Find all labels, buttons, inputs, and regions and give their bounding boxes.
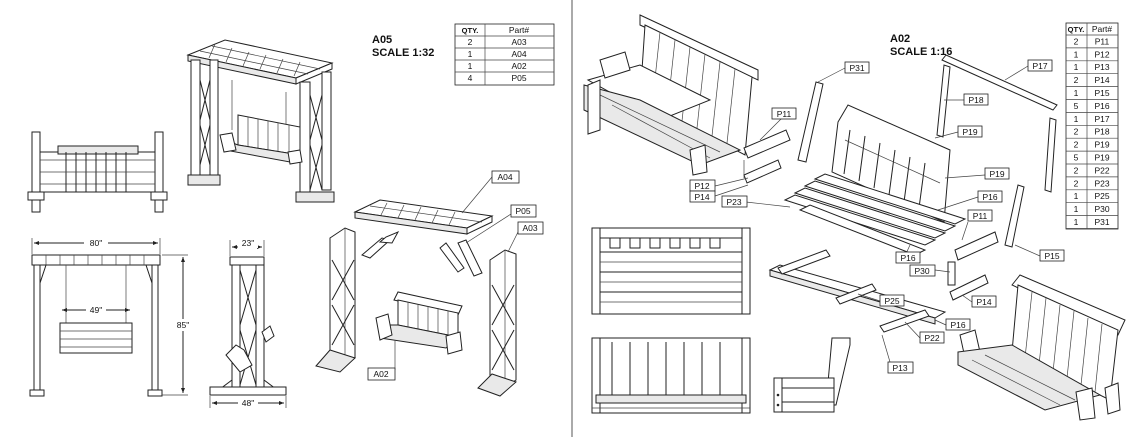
right-scale-label: SCALE 1:16 [890,46,952,58]
left-title-block: A05 SCALE 1:32 [372,34,434,59]
width-dimension: 80" [90,238,102,248]
right-bom-part: P11 [1095,36,1110,46]
right-bom-part: P25 [1094,191,1109,201]
callout-p18: P18 [968,95,983,105]
callout-p23: P23 [726,197,741,207]
frame-front-view: 80" 49" 85" [29,237,194,397]
right-bom-part: P12 [1094,49,1109,59]
callout-a04-box [491,170,520,184]
left-bom-table: QTY. Part# 2 A03 1 A04 1 A02 4 P05 [454,23,555,86]
callout-p19: P19 [989,169,1004,179]
right-bom-qty: 2 [1074,140,1079,150]
bench-iso-bottom-view [957,274,1126,421]
bench-width-dimension: 49" [90,305,102,315]
callout-p19: P19 [962,127,977,137]
right-bom-part-header: Part# [1092,24,1113,34]
left-bom-part: A04 [511,49,526,59]
right-bom-qty-header: QTY. [1068,25,1085,34]
top-depth-dimension: 23" [242,238,254,248]
right-bom-qty: 2 [1074,127,1079,137]
right-bom-part: P13 [1094,62,1109,72]
left-exploded-view: A04 P05 A03 A02 [315,170,544,397]
callout-a02: A02 [373,369,388,379]
bench-exploded-view: P31 P17 P18 P19 P19 P16 [689,54,1065,374]
right-bom-qty: 1 [1074,217,1079,227]
left-bom-qty: 2 [468,37,473,47]
callout-p25: P25 [884,296,899,306]
callout-p11: P11 [777,109,792,119]
left-bom-part-header: Part# [509,25,530,35]
callout-p17: P17 [1032,61,1047,71]
right-bom-qty: 1 [1074,88,1079,98]
left-bom-qty-header: QTY. [462,26,479,35]
left-bom-part: A03 [511,37,526,47]
callout-p30: P30 [914,266,929,276]
right-bom-qty: 1 [1074,204,1079,214]
right-bom-part: P23 [1094,178,1109,188]
bench-front-view [591,227,751,315]
left-bom-qty: 1 [468,49,473,59]
left-scale-label: SCALE 1:32 [372,47,434,59]
right-bom-part: P14 [1094,75,1109,85]
right-bom-qty: 1 [1074,62,1079,72]
left-bom-part: P05 [511,73,526,83]
callout-p14: P14 [694,192,709,202]
right-bom-part: P16 [1094,101,1109,111]
callout-p16: P16 [982,192,997,202]
bench-rear-view [591,337,751,414]
right-bom-part: P19 [1094,140,1109,150]
bench-iso-top-view [583,14,759,176]
right-bom-part: P30 [1094,204,1109,214]
callout-p16: P16 [950,320,965,330]
callout-p31: P31 [849,63,864,73]
frame-iso-view [186,39,335,203]
left-bom-part: A02 [511,61,526,71]
right-bom-qty: 2 [1074,165,1079,175]
callout-a04: A04 [497,172,512,182]
callout-p15: P15 [1044,251,1059,261]
right-bom-qty: 5 [1074,101,1079,111]
right-bom-qty: 2 [1074,36,1079,46]
right-bom-part: P22 [1094,165,1109,175]
bench-side-view [773,337,851,413]
frame-top-view [27,131,168,213]
right-bom-part: P15 [1094,88,1109,98]
right-bom-qty: 1 [1074,114,1079,124]
right-bom-qty: 5 [1074,153,1079,163]
right-bom-part: P18 [1094,127,1109,137]
callout-p05: P05 [515,206,530,216]
right-assembly-label: A02 [890,33,910,45]
callout-a03: A03 [522,223,537,233]
callout-p13: P13 [892,363,907,373]
right-bom-qty: 2 [1074,75,1079,85]
right-bom-qty: 1 [1074,49,1079,59]
right-bom-part: P31 [1094,217,1109,227]
right-bom-part: P17 [1094,114,1109,124]
left-bom-qty: 1 [468,61,473,71]
callout-p16: P16 [900,253,915,263]
right-title-block: A02 SCALE 1:16 [890,33,952,58]
height-dimension: 85" [177,320,189,330]
right-bom-part: P19 [1094,153,1109,163]
right-bom-qty: 2 [1074,178,1079,188]
callout-p11: P11 [973,211,988,221]
callout-p22: P22 [924,333,939,343]
right-bom-qty: 1 [1074,191,1079,201]
frame-side-view: 23" 48" [209,237,287,408]
callout-p12: P12 [694,181,709,191]
base-depth-dimension: 48" [242,398,254,408]
left-assembly-label: A05 [372,34,392,46]
left-bom-qty: 4 [468,73,473,83]
callout-p14: P14 [976,297,991,307]
